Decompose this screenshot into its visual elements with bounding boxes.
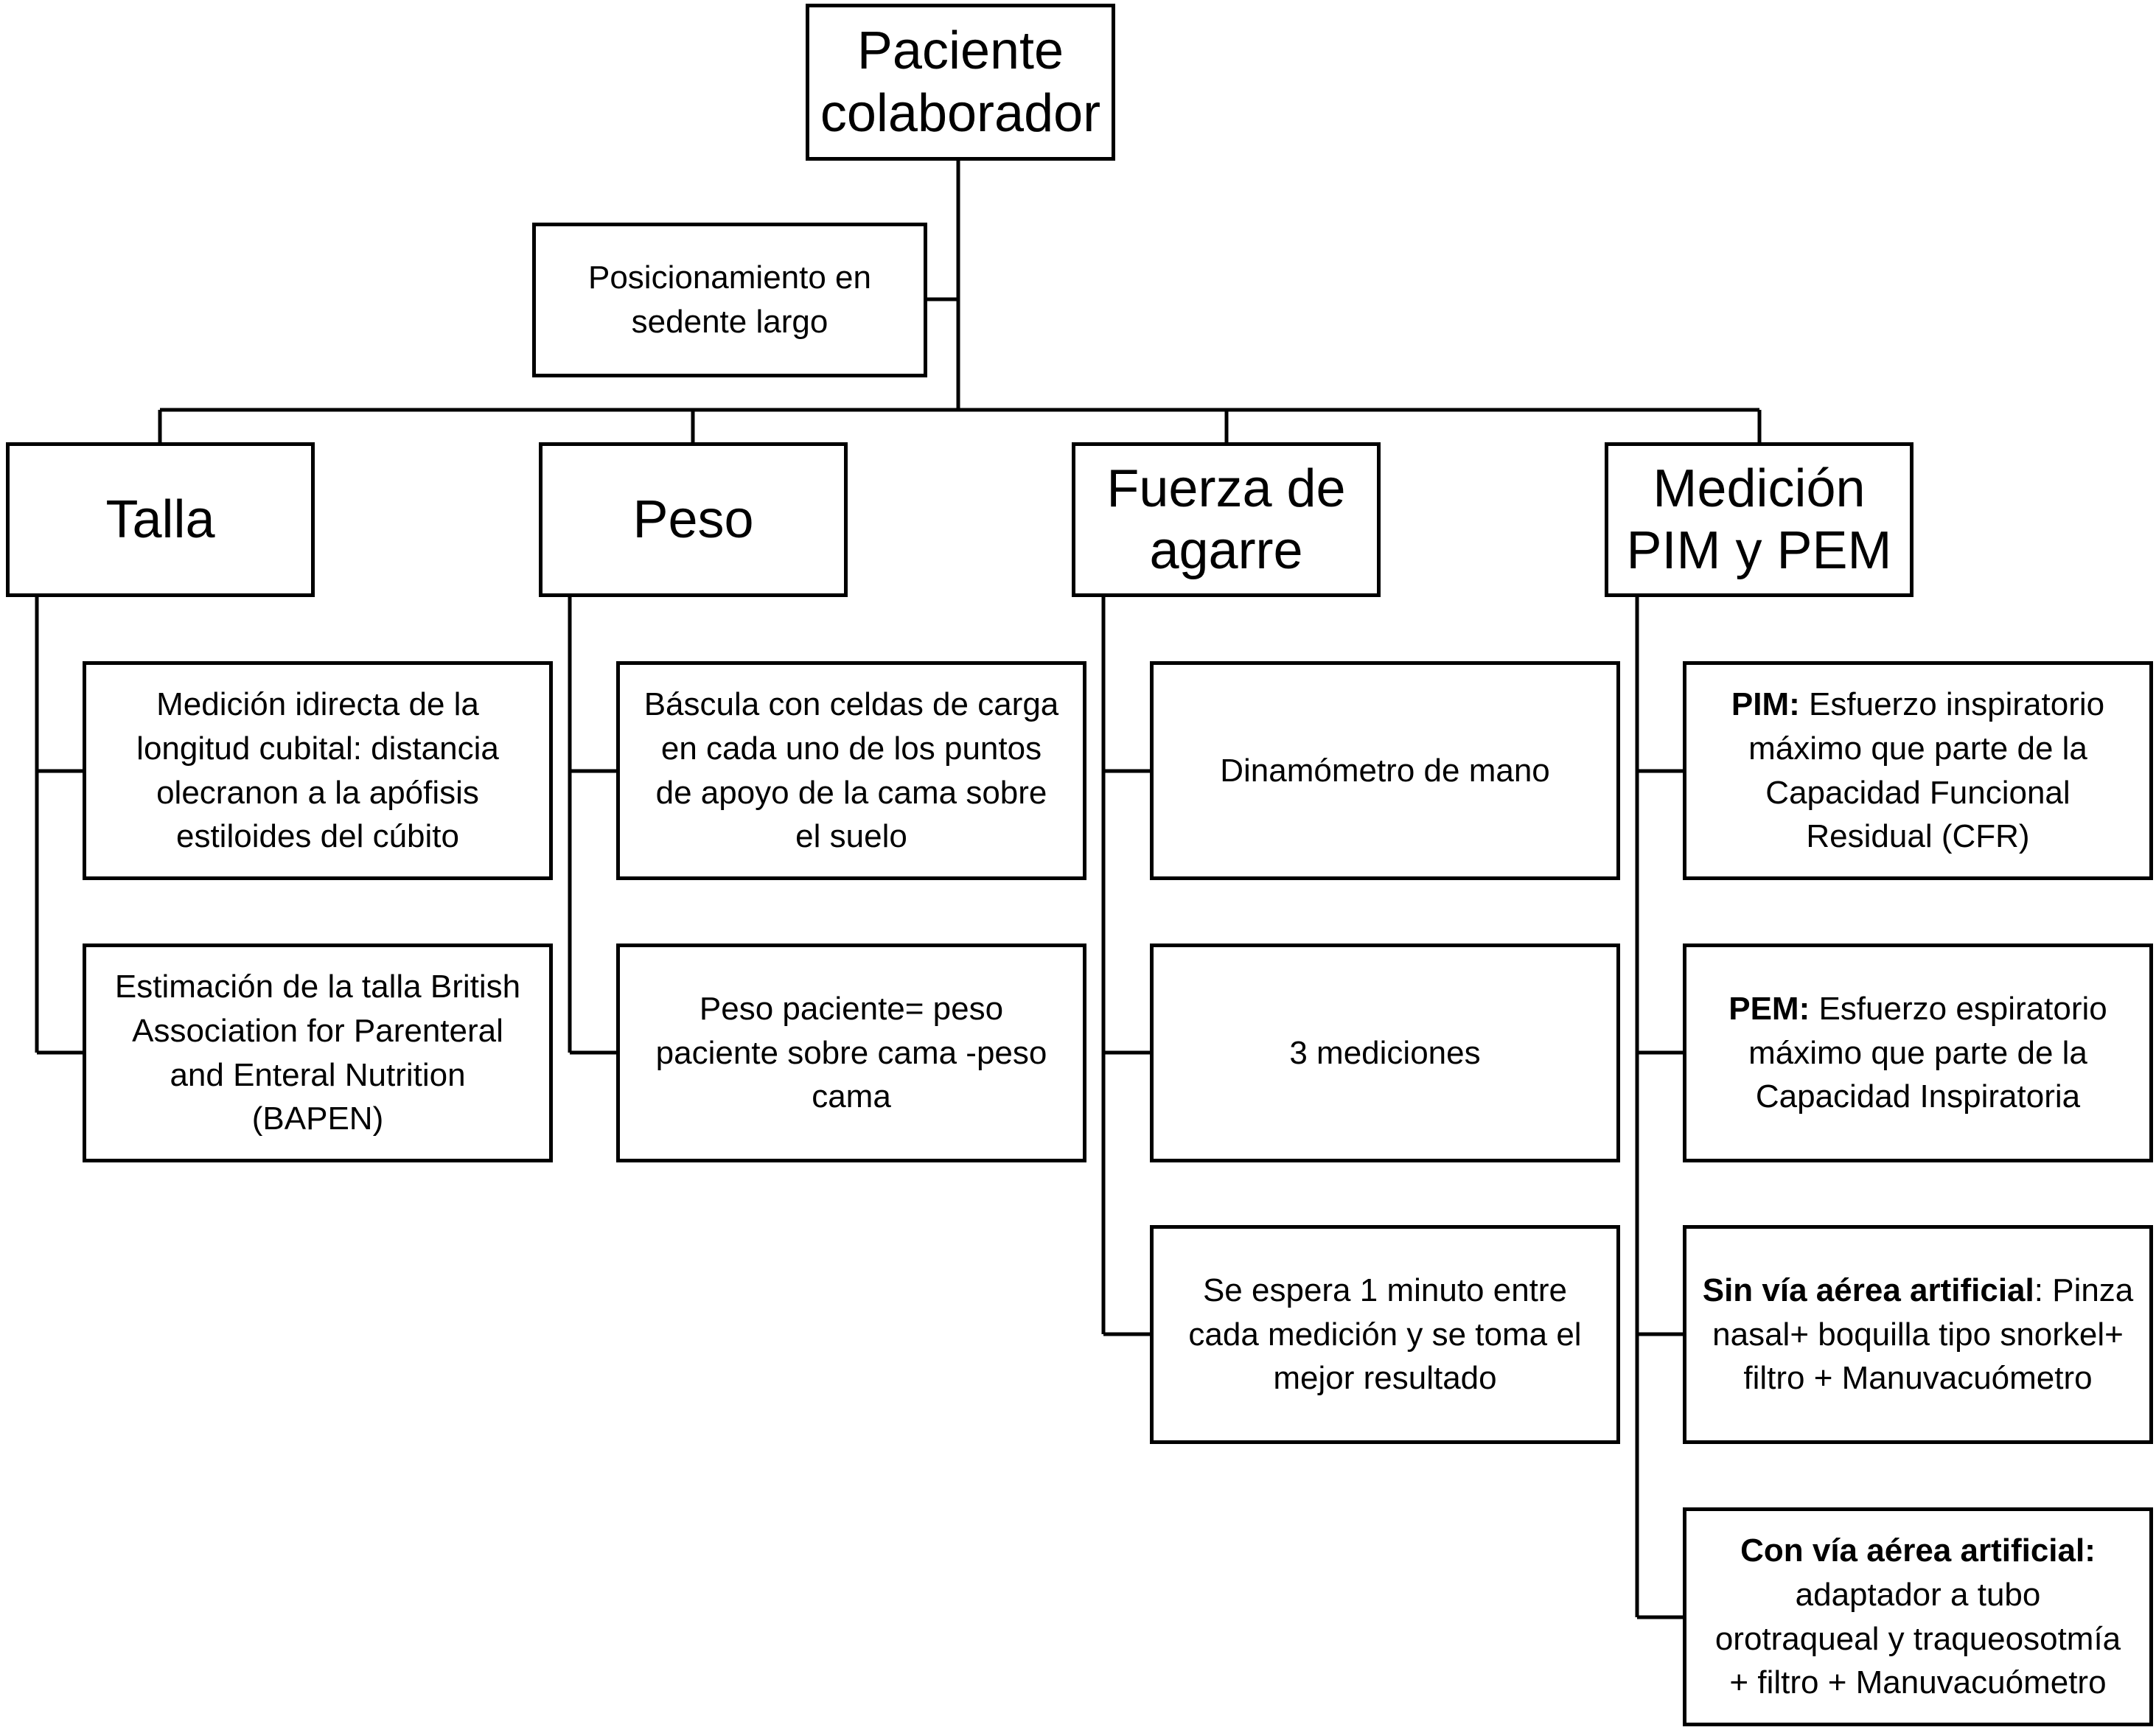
peso-item-1-line-3: de apoyo de la cama sobre [655, 774, 1047, 811]
pem-line-3: Capacidad Inspiratoria [1755, 1078, 2081, 1115]
pem-line-2: máximo que parte de la [1748, 1034, 2087, 1071]
category-talla: Talla [6, 442, 315, 597]
category-fuerza-de-agarre: Fuerza de agarre [1072, 442, 1381, 597]
pim-label: PIM: [1731, 686, 1800, 722]
con-via-line-4: + filtro + Manuvacuómetro [1729, 1664, 2107, 1701]
talla-item-bapen: Estimación de la talla British Associati… [83, 944, 553, 1162]
medicion-title-line-2: PIM y PEM [1626, 521, 1892, 580]
con-via-label: Con vía aérea artificial: [1740, 1532, 2096, 1569]
fuerza-item-espera: Se espera 1 minuto entre cada medición y… [1150, 1225, 1620, 1444]
fuerza-item-3-line-1: Se espera 1 minuto entre [1202, 1272, 1568, 1308]
peso-item-1-line-4: el suelo [795, 818, 907, 855]
talla-item-1-line-3: olecranon a la apófisis [156, 774, 479, 811]
medicion-item-con-via: Con vía aérea artificial: adaptador a tu… [1683, 1507, 2153, 1726]
talla-title: Talla [105, 489, 215, 549]
pim-line-4: Residual (CFR) [1806, 818, 2030, 855]
fuerza-title-line-2: agarre [1149, 521, 1303, 580]
peso-item-2-line-1: Peso paciente= peso [699, 990, 1004, 1027]
medicion-item-sin-via: Sin vía aérea artificial: Pinza nasal+ b… [1683, 1225, 2153, 1444]
peso-item-1-line-1: Báscula con celdas de carga [643, 686, 1059, 722]
positioning-line-1: Posicionamiento en [587, 259, 871, 296]
peso-item-bascula: Báscula con celdas de carga en cada uno … [616, 661, 1086, 880]
peso-title: Peso [632, 489, 754, 549]
talla-item-2-line-4: (BAPEN) [251, 1101, 384, 1137]
talla-item-2-line-2: Association for Parenteral [132, 1012, 503, 1049]
positioning-line-2: sedente largo [631, 304, 828, 340]
pem-label: PEM: [1728, 990, 1810, 1027]
sin-via-line-3: filtro + Manuvacuómetro [1743, 1360, 2093, 1397]
medicion-title-line-1: Medición [1653, 458, 1866, 518]
pim-line-3: Capacidad Funcional [1765, 774, 2070, 811]
pim-line-1: Esfuerzo inspiratorio [1799, 686, 2105, 722]
peso-item-2-line-2: paciente sobre cama -peso [655, 1034, 1047, 1071]
fuerza-item-mediciones: 3 mediciones [1150, 944, 1620, 1162]
fuerza-item-dinamometro: Dinamómetro de mano [1150, 661, 1620, 880]
talla-item-1-line-1: Medición idirecta de la [156, 686, 479, 722]
category-medicion-pim-pem: Medición PIM y PEM [1605, 442, 1913, 597]
root-node: Paciente colaborador [806, 4, 1115, 161]
talla-item-1-line-2: longitud cubital: distancia [136, 730, 499, 767]
category-peso: Peso [539, 442, 848, 597]
root-line-2: colaborador [820, 83, 1101, 143]
talla-item-2-line-3: and Enteral Nutrition [170, 1056, 466, 1093]
talla-item-2-line-1: Estimación de la talla British [114, 968, 521, 1005]
medicion-item-pem: PEM: Esfuerzo espiratorio máximo que par… [1683, 944, 2153, 1162]
fuerza-item-3-line-3: mejor resultado [1273, 1360, 1497, 1397]
con-via-line-2: adaptador a tubo [1795, 1576, 2041, 1613]
medicion-item-pim: PIM: Esfuerzo inspiratorio máximo que pa… [1683, 661, 2153, 880]
root-line-1: Paciente [857, 21, 1064, 81]
pim-line-2: máximo que parte de la [1748, 730, 2087, 767]
fuerza-item-1-text: Dinamómetro de mano [1220, 752, 1550, 789]
fuerza-item-3-line-2: cada medición y se toma el [1188, 1316, 1582, 1353]
talla-item-1-line-4: estiloides del cúbito [175, 818, 459, 855]
con-via-line-3: orotraqueal y traqueosotmía [1714, 1620, 2121, 1657]
peso-item-1-line-2: en cada uno de los puntos [660, 730, 1042, 767]
peso-item-2-line-3: cama [812, 1078, 891, 1115]
talla-item-cubital: Medición idirecta de la longitud cubital… [83, 661, 553, 880]
peso-item-formula: Peso paciente= peso paciente sobre cama … [616, 944, 1086, 1162]
positioning-node: Posicionamiento en sedente largo [532, 223, 927, 377]
fuerza-title-line-1: Fuerza de [1106, 458, 1346, 518]
pem-line-1: Esfuerzo espiratorio [1810, 990, 2107, 1027]
sin-via-line-2: nasal+ boquilla tipo snorkel+ [1712, 1316, 2124, 1353]
sin-via-label: Sin vía aérea artificial [1702, 1272, 2034, 1308]
fuerza-item-2-text: 3 mediciones [1289, 1034, 1481, 1071]
sin-via-line-1: : Pinza [2034, 1272, 2134, 1308]
